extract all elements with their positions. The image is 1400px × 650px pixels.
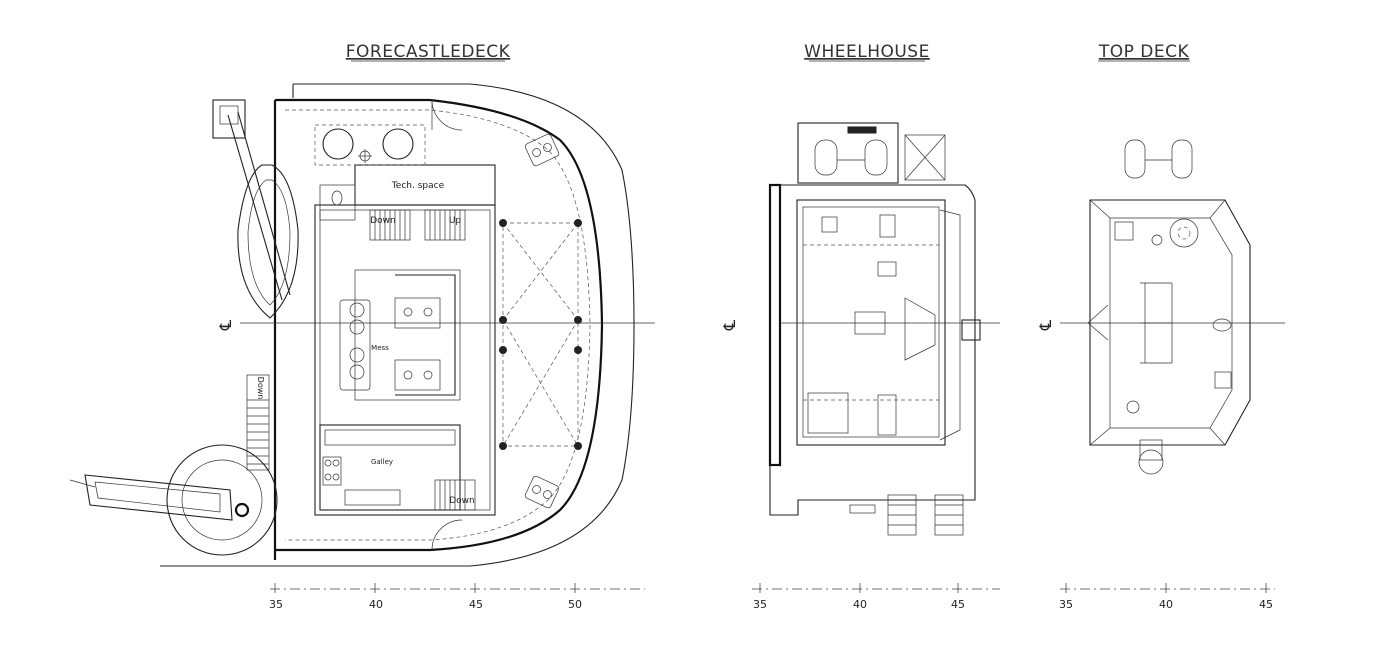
frame-scale-topdeck: 35 40 45 (1059, 583, 1275, 611)
topdeck-title: TOP DECK (1098, 42, 1190, 62)
wheelhouse-title: WHEELHOUSE (804, 42, 930, 62)
scale-forecastle-tick-3: 45 (469, 598, 483, 611)
stair-down-label-galley: Down (449, 496, 475, 506)
forecastle-deck-plan: Tech. space Down Up (69, 83, 655, 567)
stair-down-label: Down (370, 216, 396, 226)
scale-topdeck-tick-1: 35 (1059, 598, 1073, 611)
scale-forecastle-tick-2: 40 (369, 598, 383, 611)
centerline-symbol-topdeck: ℄ (1036, 319, 1055, 331)
tech-space-label: Tech. space (391, 181, 445, 191)
scale-wheelhouse-tick-2: 40 (853, 598, 867, 611)
scale-topdeck-tick-3: 45 (1259, 598, 1273, 611)
galley-label: Galley (371, 458, 393, 466)
scale-wheelhouse-tick-3: 45 (951, 598, 965, 611)
wheelhouse-plan: ℄ (720, 122, 1000, 536)
scale-wheelhouse-tick-1: 35 (753, 598, 767, 611)
scale-forecastle-tick-1: 35 (269, 598, 283, 611)
centerline-symbol-wheelhouse: ℄ (720, 319, 739, 331)
scale-forecastle-tick-4: 50 (568, 598, 582, 611)
mess-label: Mess (371, 344, 389, 352)
frame-scale-forecastle: 35 40 45 50 (269, 583, 645, 611)
stair-down-label-side: Down (256, 377, 265, 400)
forecastle-title: FORECASTLEDECK (346, 42, 511, 62)
topdeck-plan: ℄ (1036, 139, 1285, 475)
frame-scale-wheelhouse: 35 40 45 (752, 583, 1000, 611)
stair-up-label: Up (449, 216, 462, 226)
centerline-symbol-forecastle: ℄ (216, 319, 235, 331)
scale-topdeck-tick-2: 40 (1159, 598, 1173, 611)
